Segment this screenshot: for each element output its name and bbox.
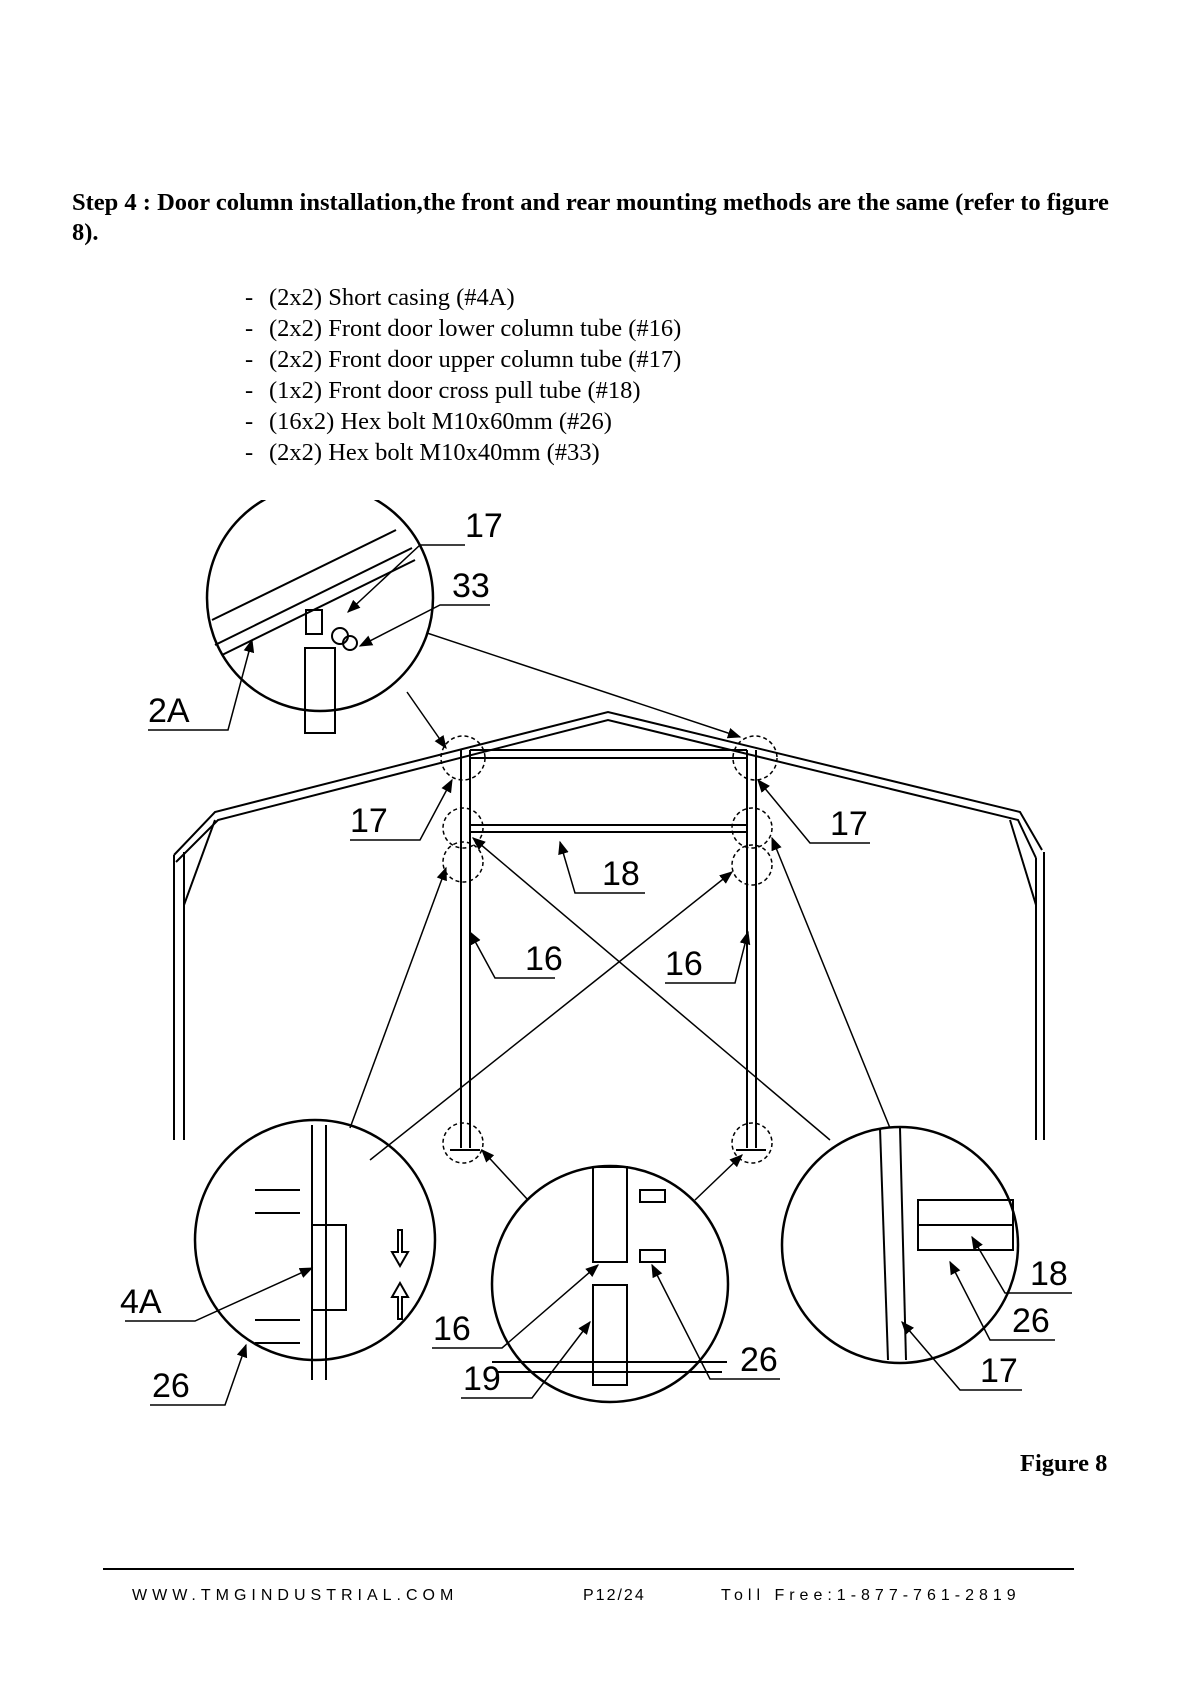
parts-list: -(2x2) Short casing (#4A) -(2x2) Front d… — [245, 282, 681, 468]
callout-26-center: 26 — [740, 1341, 778, 1379]
callout-26-left: 26 — [152, 1367, 190, 1405]
footer-website: WWW.TMGINDUSTRIAL.COM — [132, 1587, 459, 1604]
detail-roof-joint — [205, 500, 435, 734]
callout-17-left: 17 — [350, 802, 388, 840]
list-item: -(2x2) Short casing (#4A) — [245, 284, 515, 311]
callout-16-right: 16 — [665, 945, 703, 983]
list-item: -(16x2) Hex bolt M10x60mm (#26) — [245, 408, 612, 435]
figure-caption: Figure 8 — [1020, 1450, 1108, 1477]
list-item: -(1x2) Front door cross pull tube (#18) — [245, 377, 641, 404]
frame-structure — [173, 710, 1045, 1151]
callout-18-right: 18 — [1030, 1255, 1068, 1293]
detail-crosspull-joint — [780, 1125, 1020, 1365]
footer-toll-free: Toll Free:1-877-761-2819 — [721, 1587, 1021, 1604]
detail-foot-joint — [490, 1164, 730, 1404]
callout-17-top: 17 — [465, 507, 503, 545]
assembly-figure: 17 33 2A 17 17 18 16 16 4A 26 16 19 26 1… — [110, 500, 1110, 1410]
callout-26-right: 26 — [1012, 1302, 1050, 1340]
callout-16-left: 16 — [525, 940, 563, 978]
callout-17-bottom: 17 — [980, 1352, 1018, 1390]
step-heading: Step 4 : Door column installation,the fr… — [72, 189, 1109, 246]
footer-divider — [103, 1568, 1074, 1570]
detail-casing-joint — [193, 1118, 437, 1380]
list-item: -(2x2) Front door upper column tube (#17… — [245, 346, 682, 373]
callout-4a: 4A — [120, 1283, 162, 1321]
callout-17-right: 17 — [830, 805, 868, 843]
callout-16-bottom: 16 — [433, 1310, 471, 1348]
callout-19: 19 — [463, 1360, 501, 1398]
callout-33: 33 — [452, 567, 490, 605]
callout-2a: 2A — [148, 692, 190, 730]
footer-page-number: P12/24 — [583, 1587, 646, 1604]
list-item: -(2x2) Front door lower column tube (#16… — [245, 315, 682, 342]
assembly-diagram: 17 33 2A 17 17 18 16 16 4A 26 16 19 26 1… — [120, 500, 1072, 1406]
callout-labels: 17 33 2A 17 17 18 16 16 4A 26 16 19 26 1… — [120, 507, 1072, 1406]
callout-18-mid: 18 — [602, 855, 640, 893]
list-item: -(2x2) Hex bolt M10x40mm (#33) — [245, 439, 600, 466]
